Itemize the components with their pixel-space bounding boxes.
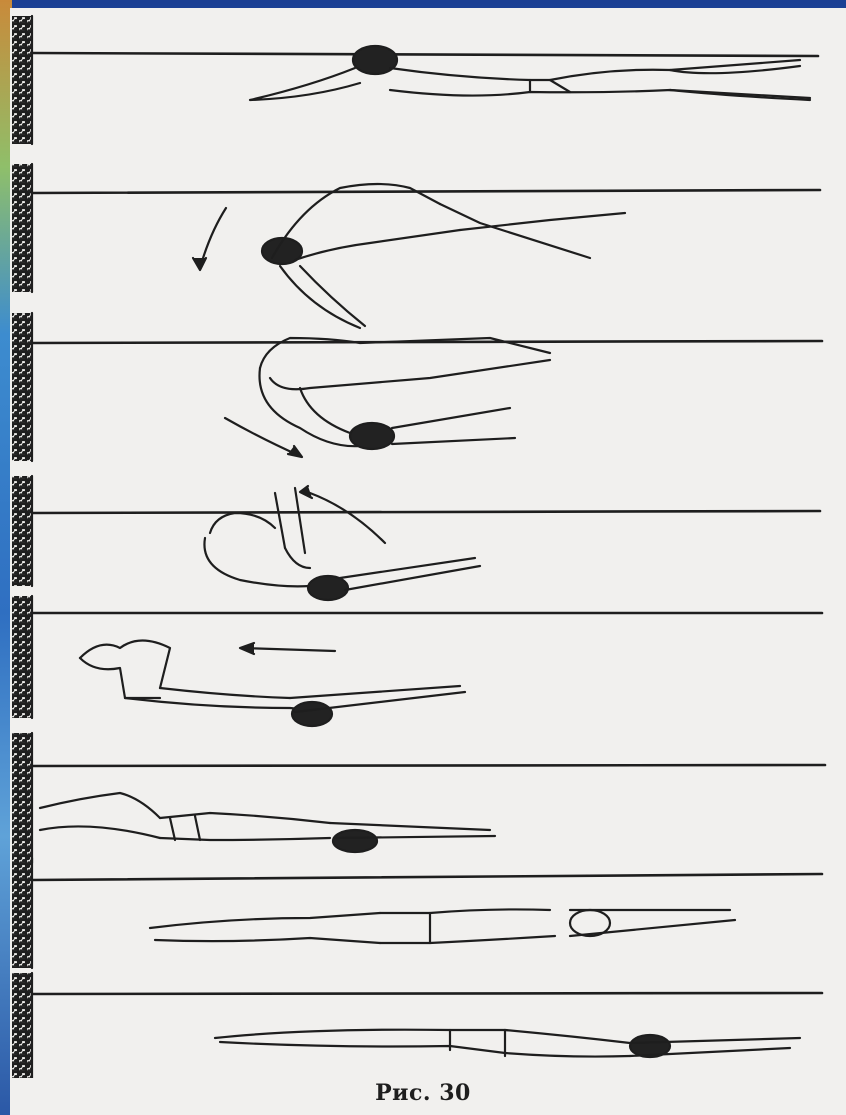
water-surface-line [32,874,822,880]
water-surface-line [32,993,822,994]
panel-6 [12,733,825,863]
swimmer-figure [262,184,625,328]
motion-arrow [193,208,226,270]
panel-7 [12,858,822,968]
panel-3 [12,313,822,461]
pool-wall-icon [12,16,32,144]
pool-wall-icon [12,858,32,968]
swimmer-figure [215,1030,800,1057]
panel-4 [12,476,820,600]
water-surface-line [32,53,818,56]
water-surface-line [32,765,825,766]
panel-2 [12,164,820,328]
pool-wall-icon [12,476,32,586]
water-surface-line [32,511,820,513]
panel-5 [12,596,822,726]
panel-1 [12,16,818,144]
pool-wall-icon [12,313,32,461]
pool-wall-icon [12,733,32,863]
swimmer-figure [260,338,551,449]
swimmer-figure [204,488,480,600]
water-surface-line [32,190,820,193]
flip-turn-illustration [10,8,846,1078]
pool-wall-icon [12,164,32,292]
motion-arrow [240,643,335,654]
panel-8 [12,973,822,1078]
swimmer-figure [150,909,735,943]
pool-wall-icon [12,973,32,1078]
pool-wall-icon [12,596,32,718]
figure-caption: Рис. 30 [0,1080,846,1106]
swimmer-figure [80,641,465,727]
motion-arrow [300,486,385,543]
swimmer-figure [40,793,495,852]
